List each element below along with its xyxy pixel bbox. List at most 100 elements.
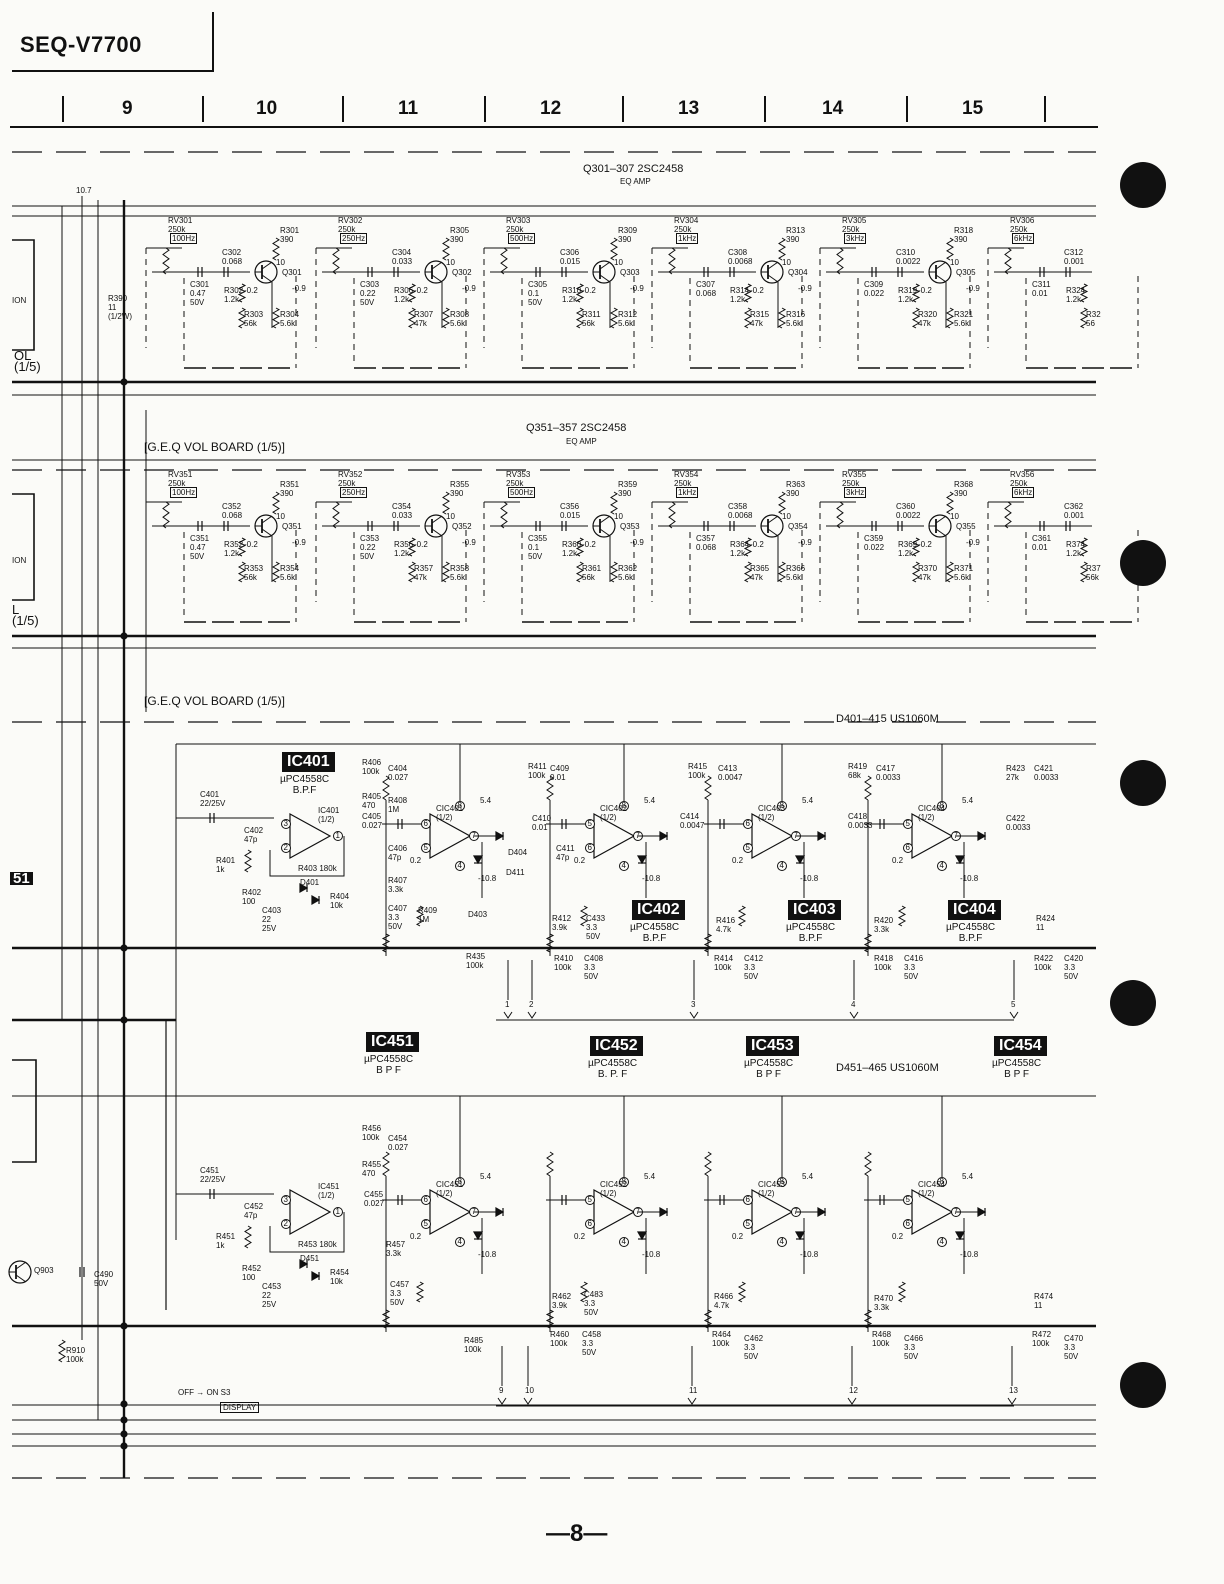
transistor-label: Q304: [788, 268, 808, 277]
transistor-label: Q354: [788, 522, 808, 531]
pin-number: 7: [635, 831, 640, 840]
pin-number: 2: [283, 1219, 288, 1228]
voltage-label: 10: [276, 258, 285, 267]
transistor-label: Q303: [620, 268, 640, 277]
ic-pin: [937, 861, 947, 871]
status-transistor: [15, 1261, 27, 1270]
resistor: [545, 933, 555, 953]
rectifier-diode: [472, 855, 484, 865]
resistor: [415, 1281, 425, 1303]
voltage-label: 0.2: [410, 1232, 422, 1241]
binder-hole: [1120, 540, 1166, 586]
column-number: 14: [822, 98, 844, 119]
ic-pin: [585, 843, 595, 853]
model-title: SEQ-V7700: [20, 32, 142, 57]
eq-transistor: [767, 515, 779, 524]
resistor: [863, 933, 873, 953]
ic-pin: [455, 1177, 465, 1187]
resistor: [272, 491, 280, 515]
resistor: [863, 1309, 873, 1329]
ic-unit-label: CIC452(1/2): [600, 1180, 628, 1198]
switch-label: OFF → ON S3: [178, 1388, 231, 1397]
resistor: [271, 307, 281, 329]
eq-transistor: [599, 261, 611, 270]
voltage-label: 5.4: [962, 796, 974, 805]
voltage-label: -10.8: [960, 874, 979, 883]
pin-number: 5: [423, 843, 428, 852]
resistor: [609, 561, 619, 583]
board-label: [G.E.Q VOL BOARD (1/5)]: [144, 694, 285, 708]
ic-pin: [619, 861, 629, 871]
resistor: [415, 905, 425, 927]
ic-pin: [455, 1237, 465, 1247]
column-number: 12: [540, 98, 562, 119]
connector-number: 3: [691, 1000, 696, 1009]
resistor: [1079, 307, 1089, 329]
pin-number: 5: [745, 1219, 750, 1228]
left-edge-label: ION: [12, 556, 27, 565]
ic-pin: [937, 801, 947, 811]
resistor: [743, 307, 753, 329]
board-label: [G.E.Q VOL BOARD (1/5)]: [144, 440, 285, 454]
voltage-label: -0.2: [750, 540, 764, 549]
pin-number: 5: [587, 1195, 592, 1204]
eq-transistor: [935, 528, 947, 537]
transistor-label: Q351: [282, 522, 302, 531]
junction-dot: [120, 1400, 128, 1408]
rectifier-diode: [954, 855, 966, 865]
eq-transistor: [935, 274, 947, 283]
left-connector-box: [12, 493, 35, 601]
connector-number: 9: [499, 1386, 504, 1395]
rectifier-diode: [636, 855, 648, 865]
junction-dot: [120, 1442, 128, 1450]
pin-number: 4: [457, 861, 462, 870]
resistor: [911, 537, 921, 557]
band-frequency: 100Hz: [170, 487, 198, 498]
diode: [299, 1258, 309, 1270]
resistor: [1079, 283, 1089, 303]
voltage-label: -0.9: [630, 538, 644, 547]
ic-pin: [743, 843, 753, 853]
voltage-label: 5.4: [802, 796, 814, 805]
pin-number: 7: [793, 1207, 798, 1216]
voltage-label: -0.2: [918, 540, 932, 549]
diode-label: D404: [508, 848, 528, 857]
pin-number: 3: [283, 1195, 288, 1204]
resistor: [58, 1339, 66, 1363]
eq-transistor: [261, 515, 273, 524]
band-frequency: 1kHz: [676, 233, 699, 244]
pin-number: 6: [423, 1195, 428, 1204]
resistor: [704, 775, 712, 801]
voltage-label: 0.2: [732, 856, 744, 865]
